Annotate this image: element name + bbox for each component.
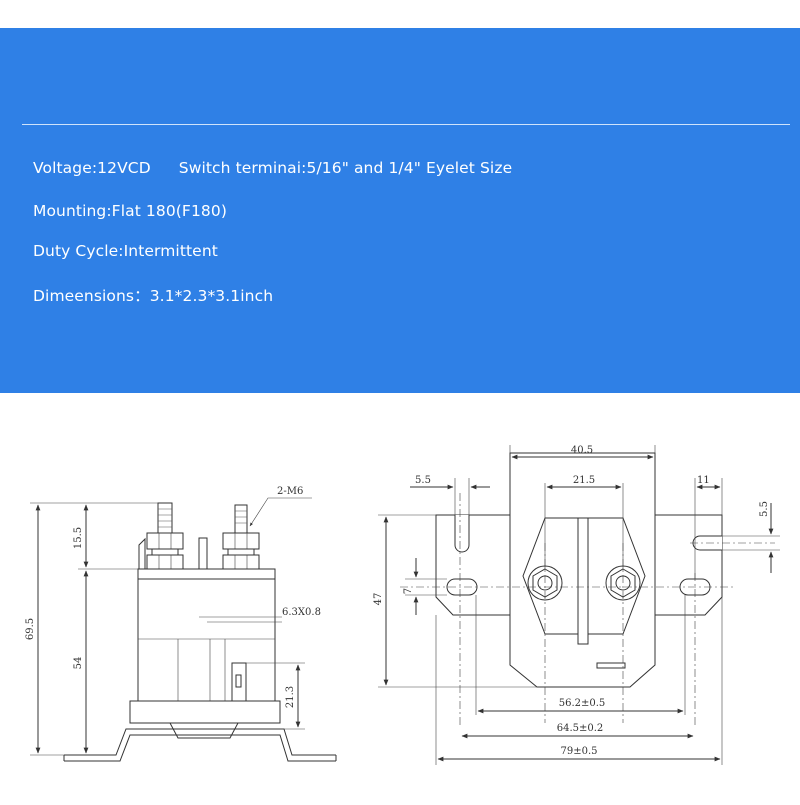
spec-voltage-switch: Voltage:12VCD Switch terminai:5/16" and 1… bbox=[33, 159, 512, 177]
solenoid-base bbox=[129, 700, 281, 724]
side-view-drawing: 69.5 15.5 54 2-M6 6.3X0.8 21.3 bbox=[25, 486, 337, 762]
spec-duty-cycle: Duty Cycle:Intermittent bbox=[33, 242, 218, 260]
dim-slot-center-spacing: 64.5±0.2 bbox=[557, 723, 604, 734]
dim-terminal-spacing: 21.5 bbox=[573, 475, 595, 486]
right-terminal-stud bbox=[222, 504, 260, 570]
spec-dimensions: Dimeensions：3.1*2.3*3.1inch bbox=[33, 287, 274, 305]
solenoid-body bbox=[137, 578, 276, 702]
dim-hole-center-spacing: 56.2±0.5 bbox=[559, 698, 606, 709]
dim-tab-height: 21.3 bbox=[285, 686, 296, 708]
spec-mounting: Mounting:Flat 180(F180) bbox=[33, 202, 227, 220]
mounting-bracket bbox=[64, 728, 336, 756]
technical-drawing: 69.5 15.5 54 2-M6 6.3X0.8 21.3 bbox=[0, 393, 800, 800]
marking-slot bbox=[596, 662, 626, 669]
base-boss bbox=[169, 722, 239, 739]
dim-hole-offset: 7 bbox=[403, 588, 414, 594]
dim-overall-width: 79±0.5 bbox=[560, 746, 597, 757]
spec-switch-terminal: Switch terminai:5/16" and 1/4" Eyelet Si… bbox=[178, 159, 513, 177]
dim-slot-width: 5.5 bbox=[415, 475, 431, 486]
dim-slot-offset: 11 bbox=[697, 475, 710, 486]
solenoid-cap bbox=[137, 568, 276, 580]
dim-bracket-width: 40.5 bbox=[571, 445, 593, 456]
dim-overall-height-top: 47 bbox=[373, 593, 384, 606]
top-view-drawing: 40.5 21.5 5.5 11 5.5 47 7 bbox=[373, 445, 780, 765]
dim-slot-height: 5.5 bbox=[759, 501, 770, 517]
dim-body-height: 54 bbox=[73, 657, 84, 670]
banner-divider bbox=[22, 124, 790, 125]
left-terminal-stud bbox=[146, 502, 184, 570]
label-thread-size: 2-M6 bbox=[277, 486, 303, 497]
dim-tab-size: 6.3X0.8 bbox=[282, 607, 321, 618]
dim-overall-height: 69.5 bbox=[25, 618, 36, 640]
slot-top-left bbox=[454, 515, 470, 553]
cap-edge bbox=[138, 537, 146, 570]
spec-voltage: Voltage:12VCD bbox=[33, 159, 151, 177]
dim-terminal-height: 15.5 bbox=[73, 527, 84, 549]
center-rib bbox=[577, 517, 589, 645]
spec-banner: Voltage:12VCD Switch terminai:5/16" and 1… bbox=[0, 28, 800, 393]
